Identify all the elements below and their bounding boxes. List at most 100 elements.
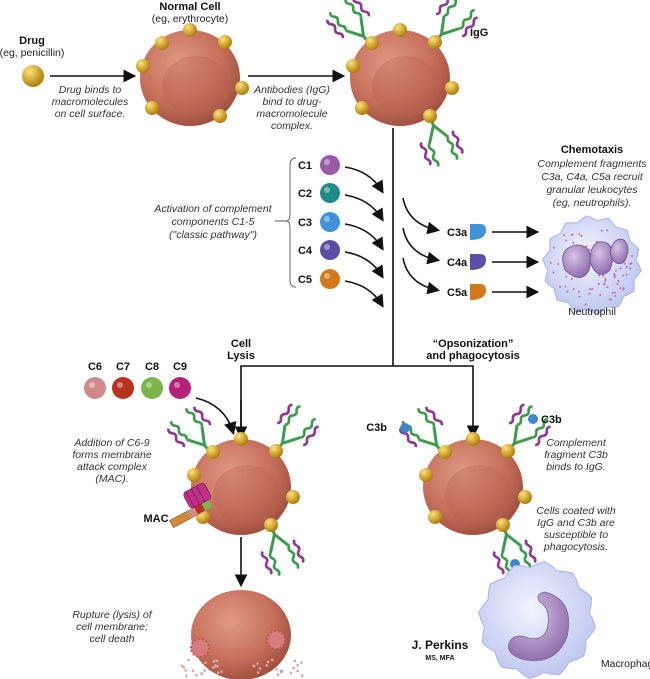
svg-text:bind to drug-: bind to drug- <box>263 96 322 108</box>
svg-text:phagocytosis.: phagocytosis. <box>543 541 608 553</box>
svg-text:cell membrane;: cell membrane; <box>76 621 148 633</box>
fragment-c3a <box>470 224 486 240</box>
svg-text:Drug binds to: Drug binds to <box>59 84 122 96</box>
chemotaxis-title: Chemotaxis <box>561 144 623 156</box>
svg-text:fragment C3b: fragment C3b <box>544 449 608 461</box>
svg-text:IgG and C3b are: IgG and C3b are <box>537 517 615 529</box>
mac-cell <box>165 401 323 579</box>
svg-text:macromolecules: macromolecules <box>52 96 129 108</box>
macrophage <box>479 562 596 679</box>
svg-text:Complement fragments: Complement fragments <box>537 158 647 170</box>
chemotaxis-caption: Complement fragments C3a, C4a, C5a recru… <box>537 158 647 209</box>
svg-text:on cell surface.: on cell surface. <box>55 108 126 120</box>
normal-cell-title: Normal Cell <box>159 1 220 13</box>
drug-title: Drug <box>19 35 45 47</box>
complement-c1 <box>320 155 340 175</box>
complement-components: C1C2C3C4C5 <box>298 155 382 305</box>
drug-molecule <box>501 444 515 458</box>
macrophage-label: Macrophage <box>601 658 650 670</box>
drug-molecule <box>206 445 220 459</box>
complement-c6 <box>84 377 106 399</box>
svg-text:Addition of C6-9: Addition of C6-9 <box>73 437 149 449</box>
drug-molecule <box>183 23 197 37</box>
neutrophil <box>543 216 641 314</box>
c3b-molecule <box>400 423 410 433</box>
drug-molecule <box>187 468 201 482</box>
complement-label: C4 <box>298 245 313 257</box>
drug-molecule <box>235 81 249 95</box>
drug-molecule <box>393 23 407 37</box>
complement-c7 <box>112 377 134 399</box>
complement-c4 <box>320 240 340 260</box>
drug-molecule <box>428 35 442 49</box>
c3b-molecule <box>528 414 538 424</box>
drug-molecule <box>428 510 442 524</box>
igg-label: IgG <box>470 27 488 39</box>
signature-name: J. Perkins <box>412 638 469 652</box>
svg-text:macromolecule: macromolecule <box>256 108 327 120</box>
opsonization-title-1: “Opsonization” <box>433 338 514 350</box>
drug-molecule <box>286 490 300 504</box>
drug-molecule <box>136 59 150 73</box>
svg-text:(MAC).: (MAC). <box>95 473 128 485</box>
complement-label: C8 <box>145 361 159 373</box>
igg-coated-cell <box>324 0 482 169</box>
step1-caption: Drug binds to macromolecules on cell sur… <box>52 84 129 120</box>
svg-text:forms membrane: forms membrane <box>72 449 152 461</box>
drug-molecule <box>365 36 379 50</box>
complement-label: C7 <box>116 361 130 373</box>
arrow <box>345 195 382 219</box>
svg-text:components C1-5: components C1-5 <box>172 216 255 228</box>
complement-label: C2 <box>298 188 312 200</box>
fragment-label: C3a <box>447 227 468 239</box>
drug-molecule <box>419 468 433 482</box>
mac-label: MAC <box>143 513 168 525</box>
svg-text:Complement: Complement <box>546 437 607 449</box>
signature-credentials: MS, MFA <box>425 655 454 662</box>
complement-caption: Activation of complement components C1-5… <box>153 203 272 241</box>
coated-caption: Cells coated with IgG and C3b are suscep… <box>536 505 616 553</box>
complement-label: C9 <box>173 361 187 373</box>
c3b-label-right: C3b <box>541 414 562 426</box>
arrow <box>345 167 382 191</box>
arrow <box>403 198 437 230</box>
complement-label: C1 <box>298 160 312 172</box>
arrow <box>345 224 382 248</box>
drug-molecule <box>22 65 44 87</box>
neutrophil-label: Neutrophil <box>568 306 616 318</box>
lysis-title-1: Cell <box>231 338 251 350</box>
svg-text:susceptible to: susceptible to <box>544 529 608 541</box>
arrow <box>403 228 437 260</box>
svg-text:cell death: cell death <box>90 633 135 645</box>
svg-text:attack complex: attack complex <box>77 461 148 473</box>
complement-label: C6 <box>88 361 102 373</box>
complement-c3 <box>320 212 340 232</box>
drug-molecule <box>445 81 459 95</box>
arrow <box>403 258 437 290</box>
svg-text:Activation of complement: Activation of complement <box>153 203 272 215</box>
complement-c2 <box>320 183 340 203</box>
drug-molecule <box>213 109 227 123</box>
bracket <box>275 158 296 287</box>
mac-caption: Addition of C6-9 forms membrane attack c… <box>72 437 152 485</box>
normal-cell <box>136 23 249 126</box>
opsonized-cell <box>397 401 555 579</box>
svg-text:granular leukocytes: granular leukocytes <box>546 184 638 196</box>
rupture-caption: Rupture (lysis) of cell membrane; cell d… <box>72 609 152 645</box>
fragment-label: C4a <box>447 257 468 269</box>
complement-c5 <box>320 269 340 289</box>
svg-text:Cells coated with: Cells coated with <box>536 505 616 517</box>
drug-molecule <box>346 59 360 73</box>
lysis-title-2: Lysis <box>227 350 255 362</box>
drug-molecule <box>355 101 369 115</box>
svg-text:Rupture (lysis) of: Rupture (lysis) of <box>72 609 152 621</box>
opsonization-title-2: and phagocytosis <box>426 350 520 362</box>
step2-caption: Antibodies (IgG) bind to drug- macromole… <box>253 84 330 132</box>
c3b-caption: Complement fragment C3b binds to IgG. <box>544 437 608 473</box>
arrow <box>345 252 382 276</box>
drug-molecule <box>438 445 452 459</box>
svg-text:Antibodies (IgG): Antibodies (IgG) <box>253 84 330 96</box>
fragment-c4a <box>470 254 486 270</box>
complement-c6-c9: C6 C7 C8 C9 <box>84 361 191 399</box>
